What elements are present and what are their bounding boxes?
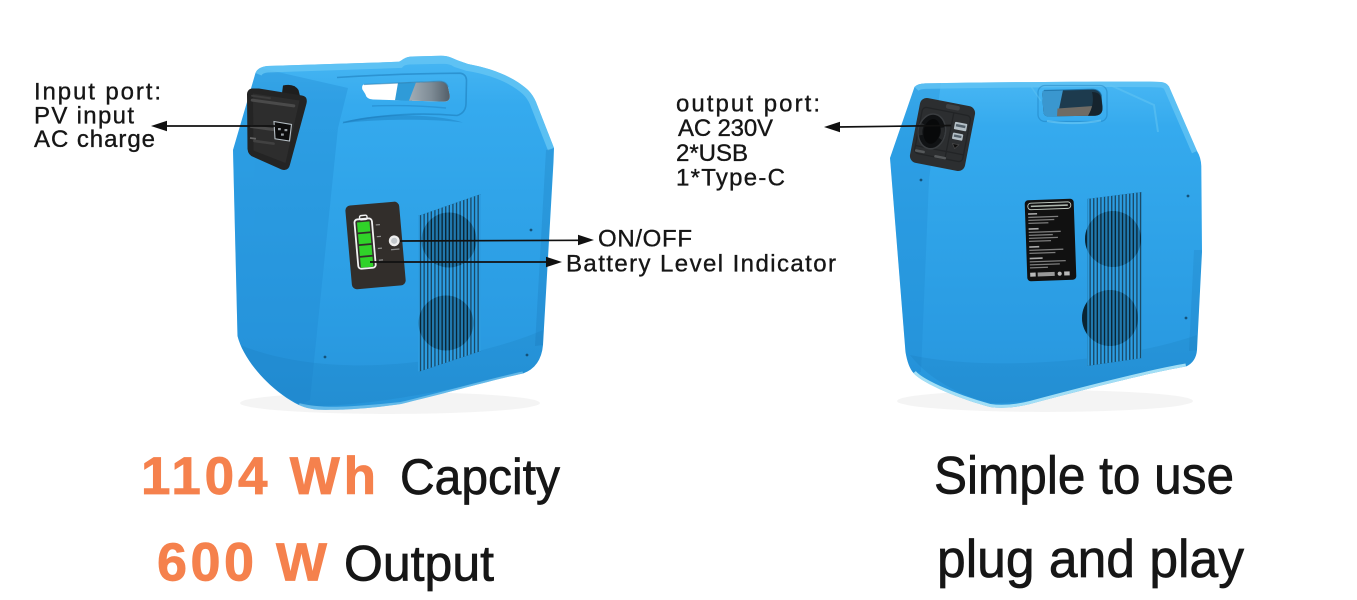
svg-text:1*Type-C: 1*Type-C	[676, 165, 785, 192]
svg-text:Input port:: Input port:	[34, 79, 161, 106]
svg-text:output port:: output port:	[676, 91, 820, 118]
svg-text:ON/OFF: ON/OFF	[598, 226, 692, 253]
svg-text:2*USB: 2*USB	[676, 140, 748, 167]
svg-text:Capcity: Capcity	[400, 448, 561, 505]
svg-text:Output: Output	[344, 535, 494, 592]
svg-text:Battery Level Indicator: Battery Level Indicator	[566, 251, 836, 278]
svg-text:AC charge: AC charge	[34, 126, 155, 153]
svg-text:600 W: 600 W	[157, 533, 327, 593]
svg-text:Simple to use: Simple to use	[934, 447, 1234, 506]
svg-text:AC 230V: AC 230V	[678, 115, 773, 142]
svg-text:plug and play: plug and play	[937, 530, 1244, 589]
svg-text:1104 Wh: 1104 Wh	[141, 447, 376, 506]
svg-text:PV input: PV input	[34, 103, 134, 130]
